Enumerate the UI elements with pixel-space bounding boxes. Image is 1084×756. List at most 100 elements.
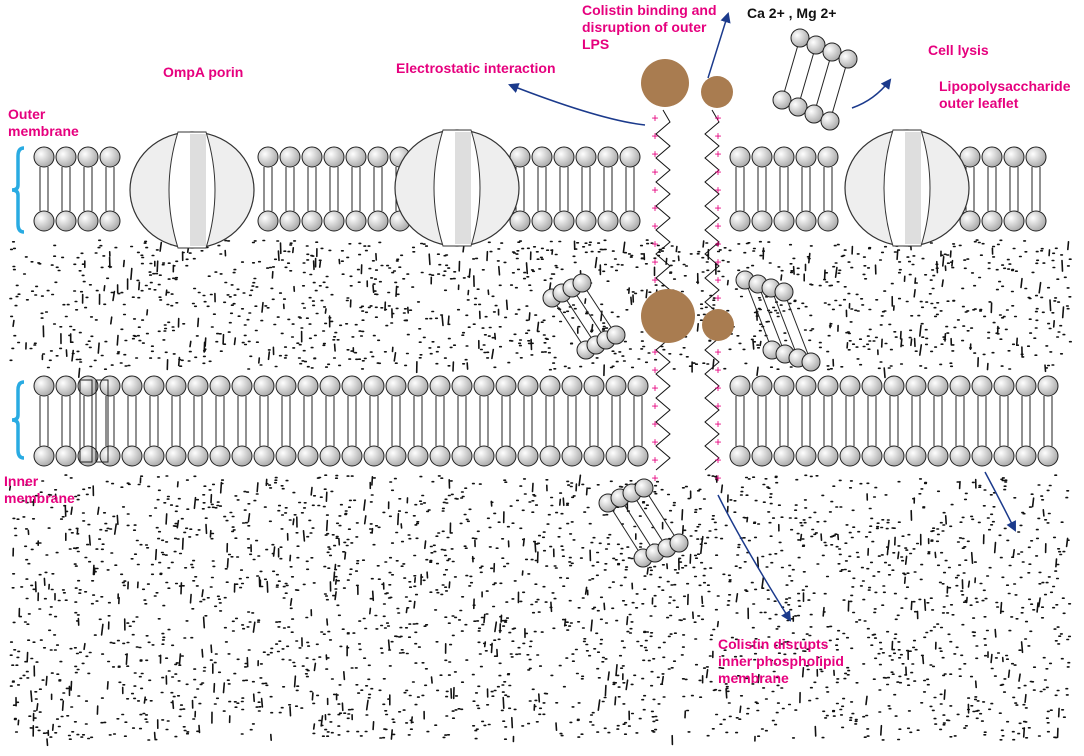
outer-lipid-head: [301, 210, 323, 232]
outer-lipid-head: [345, 210, 367, 232]
colistin-binding-arrow: [707, 11, 731, 79]
positive-charge: +: [714, 219, 721, 233]
inner-lipid-head: [341, 375, 363, 397]
ompa-porins: [129, 129, 970, 249]
outer-lipid-head: [619, 146, 641, 168]
inner-lipid-head: [1037, 375, 1059, 397]
lipid-head: [572, 273, 592, 293]
inner-lipid-head: [99, 445, 121, 467]
colistin-head-small: [701, 76, 733, 108]
positive-charge: +: [651, 453, 658, 467]
inner-lipid-head: [1037, 445, 1059, 467]
inner-lipid-head: [583, 375, 605, 397]
outer-lipid-head: [795, 146, 817, 168]
lipid-tail: [643, 487, 680, 544]
inner-lipid-head: [33, 375, 55, 397]
lipid-tail: [607, 502, 644, 559]
cell-lysis-arrow: [851, 78, 892, 109]
lipid-head: [772, 90, 792, 110]
inner-disrupt-arrow: [717, 494, 792, 622]
outer-lipid-head: [773, 210, 795, 232]
inner-lipid-head: [861, 445, 883, 467]
inner-lipid-head: [363, 375, 385, 397]
outer-lipid-head: [1025, 146, 1047, 168]
ompa-porin-label: OmpA porin: [163, 64, 244, 80]
inner-lipid-head: [927, 445, 949, 467]
inner-lipid-head: [473, 375, 495, 397]
lipopolysaccharide-label: Lipopolysaccharide outer leaflet: [939, 78, 1071, 111]
inner-lipid-head: [187, 375, 209, 397]
outer-lipid-head: [795, 210, 817, 232]
outer-lipid-head: [33, 210, 55, 232]
outer-lipid-head: [1025, 210, 1047, 232]
positive-charge: +: [651, 111, 658, 125]
outer-lipid-head: [773, 146, 795, 168]
inner-lipid-head: [905, 375, 927, 397]
outer-membrane-label: Outer membrane: [8, 106, 79, 139]
outer-lipid-head: [33, 146, 55, 168]
outer-lipid-head: [575, 146, 597, 168]
positive-charge: +: [714, 345, 721, 359]
positive-charge: +: [714, 111, 721, 125]
positive-charge: +: [714, 273, 721, 287]
positive-charge: +: [651, 363, 658, 377]
colistin-chain: [704, 109, 720, 471]
lipid-tail: [770, 287, 799, 359]
inner-lipid-head: [561, 445, 583, 467]
inner-lipid-head: [1015, 445, 1037, 467]
inner-lipid-head: [1015, 375, 1037, 397]
inner-lipid-head: [949, 375, 971, 397]
outer-lipid-head: [817, 146, 839, 168]
inner-lipid-head: [729, 445, 751, 467]
positive-charge: +: [714, 291, 721, 305]
inner-lipid-head: [209, 375, 231, 397]
colistin-head-large: [641, 59, 689, 107]
inner-lipid-head: [297, 445, 319, 467]
positive-charge: +: [714, 453, 721, 467]
lipid-tail: [744, 279, 773, 351]
inner-lipid-head: [253, 445, 275, 467]
inner-lipid-head: [627, 445, 649, 467]
positive-charge: +: [651, 165, 658, 179]
outer-membrane-brace: [11, 146, 25, 234]
lipid-head: [806, 35, 826, 55]
inner-lipid-head: [517, 375, 539, 397]
pointer-arrows: [508, 11, 1016, 622]
outer-lipid-head: [99, 210, 121, 232]
speckle-texture: [8, 239, 1072, 747]
lipid-head: [801, 352, 821, 372]
inner-lipid-head: [949, 445, 971, 467]
membrane-braces: [11, 146, 25, 460]
embedded-lipid: [79, 379, 93, 463]
positive-charge: +: [651, 183, 658, 197]
inner-lipid-head: [429, 375, 451, 397]
lipid-tail: [561, 292, 597, 346]
porin-shade: [190, 134, 206, 246]
inner-lipid-head: [817, 445, 839, 467]
inner-lipid-head: [275, 445, 297, 467]
positive-charge: +: [651, 417, 658, 431]
outer-lipid-head: [981, 146, 1003, 168]
lipid-tail: [571, 287, 607, 341]
outer-lipid-head: [729, 210, 751, 232]
inner-lipid-head: [187, 445, 209, 467]
inner-lipid-head: [927, 375, 949, 397]
inner-lipid-head: [839, 445, 861, 467]
inner-lipid-head: [121, 375, 143, 397]
lipid-head: [774, 282, 794, 302]
inner-lipid-head: [341, 445, 363, 467]
inner-lipid-head: [971, 445, 993, 467]
positive-charge: +: [714, 417, 721, 431]
inner-lipid-head: [77, 445, 99, 467]
electrostatic-interaction-label: Electrostatic interaction: [396, 60, 556, 76]
porin-shade: [455, 132, 471, 244]
outer-lipid-head: [279, 210, 301, 232]
outer-lipid-head: [279, 146, 301, 168]
colistin-head-large: [641, 289, 695, 343]
inner-lipid-head: [407, 375, 429, 397]
embedded-lipid: [95, 379, 109, 463]
outer-lipid-head: [751, 210, 773, 232]
inner-lipid-head: [751, 375, 773, 397]
outer-lipid-head: [367, 210, 389, 232]
